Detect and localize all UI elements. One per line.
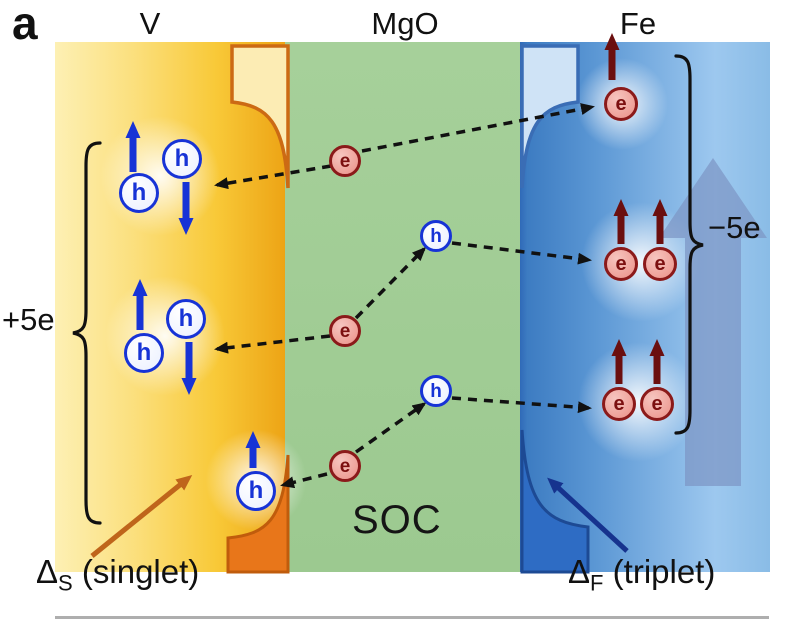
- electron-particle: e: [640, 387, 674, 421]
- electron-particle: e: [329, 145, 361, 177]
- charge-label-minus-5e: −5e: [708, 210, 761, 245]
- electron-spin-arrows: [604, 33, 668, 384]
- electron-particle: e: [604, 87, 638, 121]
- electron-particle: e: [329, 450, 361, 482]
- delta-symbol: Δ: [36, 553, 59, 590]
- delta-symbol: Δ: [568, 553, 591, 590]
- triplet-text: (triplet): [603, 553, 716, 590]
- electron-particle: e: [602, 387, 636, 421]
- mgo-barrier-layer: [285, 42, 520, 572]
- dos-curve-v-top: [230, 44, 290, 189]
- tunneling-arrow: [354, 246, 427, 320]
- brace-plus-5e: [72, 141, 102, 525]
- delta-subscript: S: [58, 570, 73, 596]
- hole-particle: h: [166, 299, 206, 339]
- charge-label-plus-5e: +5e: [2, 302, 55, 337]
- hole-particle: h: [236, 471, 276, 511]
- panel-label: a: [12, 0, 38, 49]
- dos-curve-fe-top: [520, 44, 580, 189]
- tunneling-arrow: [214, 164, 332, 190]
- delta-subscript: F: [590, 570, 604, 596]
- hole-particle: h: [162, 139, 202, 179]
- electron-particle: e: [329, 315, 361, 347]
- singlet-gap-pointer-arrow: [90, 474, 193, 558]
- layer-label-iron: Fe: [619, 6, 657, 41]
- panel-divider-line: [55, 616, 769, 619]
- singlet-gap-label: ΔS (singlet): [36, 553, 199, 597]
- hole-particle: h: [124, 333, 164, 373]
- tunneling-arrow: [361, 103, 595, 153]
- singlet-text: (singlet): [72, 553, 200, 590]
- hole-particle: h: [420, 220, 452, 252]
- magnetization-arrow: [659, 158, 767, 486]
- tunneling-arrows: [214, 103, 595, 489]
- dos-gap-fe-bottom: [520, 429, 590, 574]
- tunneling-arrow: [280, 472, 328, 489]
- hole-particle: h: [119, 173, 159, 213]
- soc-label: SOC: [352, 498, 442, 542]
- hole-spin-arrows: [125, 121, 261, 468]
- tunneling-arrow: [451, 241, 592, 265]
- electron-particle: e: [604, 247, 638, 281]
- electron-particle: e: [643, 247, 677, 281]
- triplet-gap-label: ΔF (triplet): [568, 553, 715, 597]
- tunneling-arrow: [354, 402, 427, 454]
- triplet-gap-pointer-arrow: [547, 477, 629, 553]
- layer-label-vanadium: V: [139, 6, 161, 41]
- layer-label-mgo: MgO: [371, 6, 439, 41]
- brace-minus-5e: [674, 54, 704, 435]
- hole-particle: h: [420, 375, 452, 407]
- dos-gap-v-bottom: [226, 454, 290, 574]
- tunneling-arrow: [451, 396, 592, 414]
- tunneling-arrow: [214, 334, 331, 354]
